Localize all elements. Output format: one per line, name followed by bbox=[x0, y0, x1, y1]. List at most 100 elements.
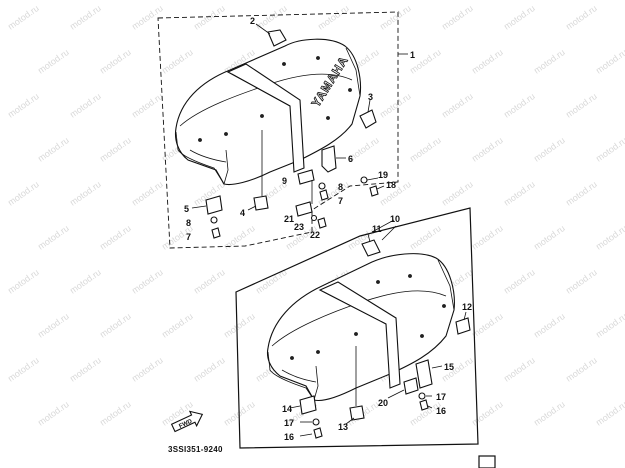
watermark-text: motod.ru bbox=[130, 267, 165, 296]
callout-10: 10 bbox=[390, 214, 400, 224]
corner-marker bbox=[478, 455, 496, 468]
watermark-text: motod.ru bbox=[68, 179, 103, 208]
callout-11: 11 bbox=[372, 224, 382, 234]
callout-16b: 16 bbox=[284, 432, 294, 442]
watermark-text: motod.ru bbox=[222, 223, 257, 252]
part-13-hook bbox=[349, 405, 365, 421]
watermark-text: motod.ru bbox=[470, 47, 505, 76]
watermark-text: motod.ru bbox=[98, 223, 133, 252]
watermark-text: motod.ru bbox=[160, 311, 195, 340]
watermark-text: motod.ru bbox=[192, 267, 227, 296]
part-18-bolt bbox=[369, 185, 379, 197]
watermark-text: motod.ru bbox=[564, 3, 599, 32]
part-21-plate bbox=[295, 201, 313, 217]
part-16-bolt-right bbox=[419, 399, 429, 411]
watermark-text: motod.ru bbox=[98, 399, 133, 428]
watermark-text: motod.ru bbox=[36, 311, 71, 340]
callout-8b: 8 bbox=[186, 218, 191, 228]
watermark-text: motod.ru bbox=[68, 3, 103, 32]
part-2-bracket bbox=[267, 29, 287, 47]
watermark-text: motod.ru bbox=[532, 135, 567, 164]
callout-3: 3 bbox=[368, 92, 373, 102]
part-9-plate bbox=[297, 169, 315, 185]
callout-7a: 7 bbox=[338, 196, 343, 206]
watermark-text: motod.ru bbox=[564, 267, 599, 296]
part-23-washer bbox=[310, 214, 318, 222]
callout-5: 5 bbox=[184, 204, 189, 214]
callout-2: 2 bbox=[250, 16, 255, 26]
watermark-text: motod.ru bbox=[564, 179, 599, 208]
part-8-washer-lower bbox=[210, 216, 218, 224]
watermark-text: motod.ru bbox=[98, 135, 133, 164]
callout-8a: 8 bbox=[338, 182, 343, 192]
callout-22: 22 bbox=[310, 230, 320, 240]
part-12-clip bbox=[455, 317, 471, 335]
watermark-text: motod.ru bbox=[316, 3, 351, 32]
watermark-text: motod.ru bbox=[68, 91, 103, 120]
watermark-text: motod.ru bbox=[470, 135, 505, 164]
watermark-text: motod.ru bbox=[594, 47, 625, 76]
callout-17a: 17 bbox=[436, 392, 446, 402]
upper-assembly-boundary bbox=[157, 11, 399, 249]
watermark-text: motod.ru bbox=[594, 223, 625, 252]
callout-labels: 1 2 3 4 5 6 7 7 8 8 9 10 11 12 13 14 15 … bbox=[184, 16, 472, 442]
watermark-text: motod.ru bbox=[192, 3, 227, 32]
watermark-text: motod.ru bbox=[470, 399, 505, 428]
lower-assembly-boundary bbox=[235, 207, 479, 449]
watermark-text: motod.ru bbox=[564, 355, 599, 384]
watermark-text: motod.ru bbox=[470, 311, 505, 340]
watermark-text: motod.ru bbox=[440, 179, 475, 208]
callout-6: 6 bbox=[348, 154, 353, 164]
watermark-text: motod.ru bbox=[502, 179, 537, 208]
watermark-text: motod.ru bbox=[440, 3, 475, 32]
watermark-text: motod.ru bbox=[6, 267, 41, 296]
watermark-text: motod.ru bbox=[594, 311, 625, 340]
part-15-bracket bbox=[415, 359, 433, 389]
part-5-bracket bbox=[205, 195, 223, 215]
watermark-text: motod.ru bbox=[130, 355, 165, 384]
watermark-text: motod.ru bbox=[378, 91, 413, 120]
part-19-washer bbox=[360, 176, 368, 184]
watermark-text: motod.ru bbox=[564, 91, 599, 120]
callout-20: 20 bbox=[378, 398, 388, 408]
part-6-bracket bbox=[321, 145, 337, 173]
watermark-text: motod.ru bbox=[222, 311, 257, 340]
watermark-text: motod.ru bbox=[130, 179, 165, 208]
watermark-text: motod.ru bbox=[532, 311, 567, 340]
fwd-arrow-icon: FWD bbox=[170, 410, 204, 433]
part-20-plate bbox=[403, 377, 419, 395]
upper-seat: YAMAHA bbox=[174, 38, 362, 186]
watermark-text: motod.ru bbox=[594, 135, 625, 164]
watermark-text: motod.ru bbox=[160, 47, 195, 76]
watermark-text: motod.ru bbox=[502, 267, 537, 296]
watermark-text: motod.ru bbox=[408, 223, 443, 252]
callout-23: 23 bbox=[294, 222, 304, 232]
watermark-text: motod.ru bbox=[6, 179, 41, 208]
watermark-text: motod.ru bbox=[6, 3, 41, 32]
watermark-text: motod.ru bbox=[532, 399, 567, 428]
callout-15: 15 bbox=[444, 362, 454, 372]
callout-17b: 17 bbox=[284, 418, 294, 428]
callout-13: 13 bbox=[338, 422, 348, 432]
part-7-bolt-upper bbox=[319, 189, 329, 201]
watermark-text: motod.ru bbox=[532, 223, 567, 252]
callout-9: 9 bbox=[282, 176, 287, 186]
watermark-text: motod.ru bbox=[36, 399, 71, 428]
watermark-text: motod.ru bbox=[68, 355, 103, 384]
watermark-text: motod.ru bbox=[98, 47, 133, 76]
callout-19: 19 bbox=[378, 170, 388, 180]
part-3-clip bbox=[359, 109, 377, 129]
watermark-text: motod.ru bbox=[440, 91, 475, 120]
lower-seat bbox=[266, 253, 455, 402]
part-17-washer-left bbox=[312, 418, 320, 426]
watermark-text: motod.ru bbox=[532, 47, 567, 76]
watermark-text: motod.ru bbox=[502, 355, 537, 384]
callout-7b: 7 bbox=[186, 232, 191, 242]
watermark-text: motod.ru bbox=[192, 355, 227, 384]
diagram-code: 3SSI351-9240 bbox=[168, 445, 223, 454]
watermark-text: motod.ru bbox=[254, 3, 289, 32]
callout-12: 12 bbox=[462, 302, 472, 312]
watermark-text: motod.ru bbox=[36, 223, 71, 252]
watermark-text: motod.ru bbox=[130, 3, 165, 32]
